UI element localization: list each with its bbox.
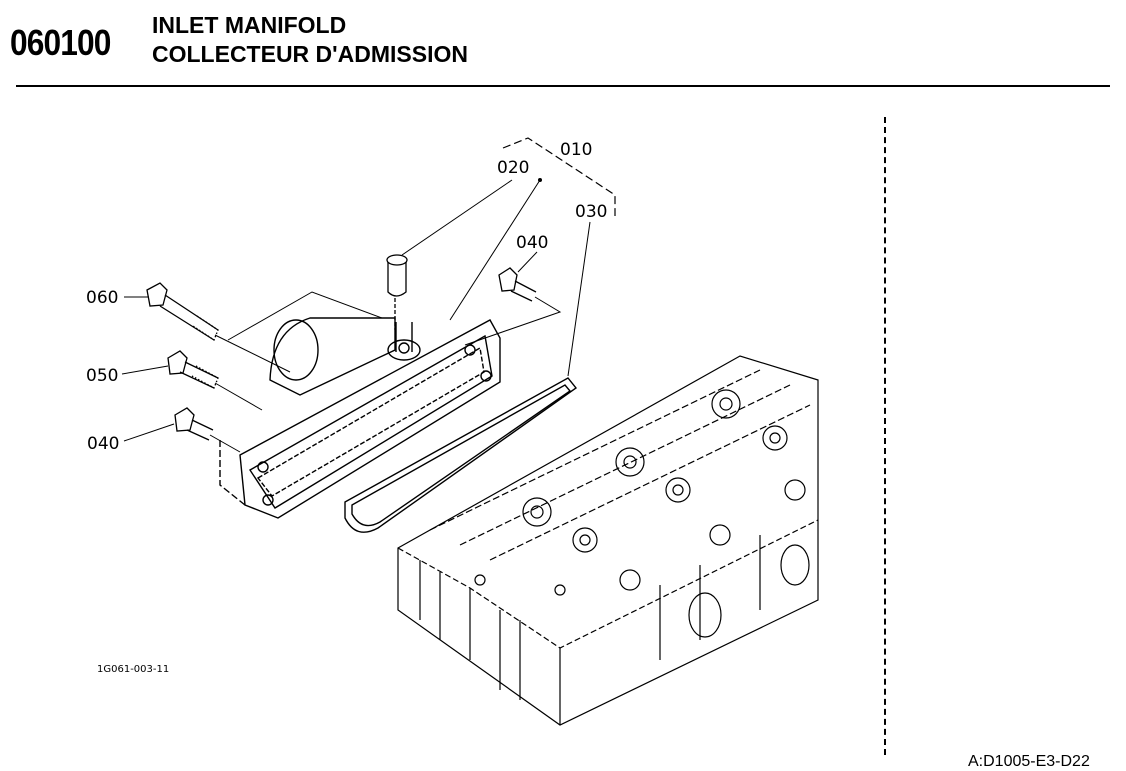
callout-020: 020 (497, 158, 529, 178)
cylinder-head-drawing (397, 355, 819, 726)
title-french: COLLECTEUR D'ADMISSION (152, 41, 468, 67)
group-bracket-010 (502, 137, 616, 216)
inlet-manifold-drawing (219, 291, 501, 519)
leader-lines (121, 179, 591, 442)
callout-040-bottom: 040 (87, 434, 119, 454)
callout-060: 060 (86, 288, 118, 308)
leader-dot (538, 178, 542, 182)
header-divider (16, 85, 1110, 87)
title-english: INLET MANIFOLD (152, 12, 347, 38)
column-divider (884, 117, 886, 755)
fasteners-drawing (146, 254, 562, 453)
figure-code: 1G061-003-11 (97, 664, 169, 675)
callout-040-top: 040 (516, 233, 548, 253)
callout-010: 010 (560, 140, 592, 160)
footer-code: A:D1005-E3-D22 (968, 753, 1090, 770)
callout-030: 030 (575, 202, 607, 222)
section-code: 060100 (10, 22, 111, 63)
callout-050: 050 (86, 366, 118, 386)
gasket-030-drawing (344, 377, 578, 533)
